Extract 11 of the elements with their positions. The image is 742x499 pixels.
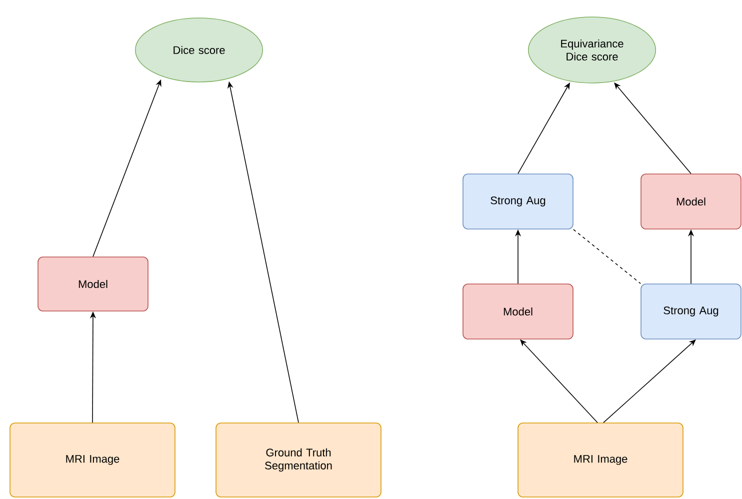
process-box: MRI Image <box>518 422 684 498</box>
process-box: Ground Truth Segmentation <box>216 422 382 498</box>
process-box: Strong Aug <box>462 174 574 230</box>
process-box: Strong Aug <box>640 284 742 340</box>
process-box: Model <box>38 256 148 312</box>
process-box: Model <box>640 174 742 230</box>
process-box: MRI Image <box>10 422 176 498</box>
ellipse-node: Dice score <box>134 18 264 82</box>
connector-line <box>573 229 641 284</box>
ellipse-node: Equivariance Dice score <box>528 16 656 84</box>
process-box: Model <box>462 284 574 340</box>
